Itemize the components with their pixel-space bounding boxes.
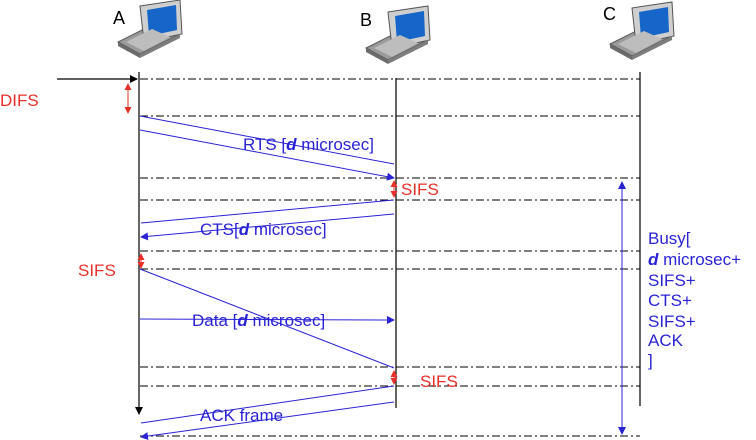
laptop-icon-a (116, 0, 183, 58)
busy-line-1: Busy[ (648, 229, 691, 248)
data-frame-arrow (139, 315, 395, 324)
reference-lines (140, 78, 640, 437)
node-label-a: A (113, 8, 125, 28)
ack-label: ACK frame (200, 406, 283, 425)
data-frame-line-top (139, 268, 395, 369)
busy-line-4: CTS+ (648, 291, 692, 310)
laptop-icon-c (608, 1, 675, 60)
busy-line-2: d microsec+ (648, 250, 741, 269)
cts-frame-arrow (140, 213, 395, 241)
rts-label: RTS [d microsec] (243, 135, 374, 154)
rts-frame-arrow (139, 129, 395, 181)
node-label-b: B (360, 10, 372, 30)
difs-label: DIFS (0, 91, 39, 110)
busy-line-7: ] (648, 351, 653, 370)
busy-line-5: SIFS+ (648, 312, 696, 331)
laptop-icon-b (364, 5, 431, 64)
ack-frame-arrow (140, 401, 395, 440)
rts-frame-line-top (139, 115, 395, 165)
data-label: Data [d microsec] (192, 311, 325, 330)
sifs-label-1: SIFS (401, 180, 439, 199)
cts-label: CTS[d microsec] (200, 220, 327, 239)
busy-line-3: SIFS+ (648, 271, 696, 290)
busy-line-6: ACK (648, 331, 684, 350)
sifs-label-2: SIFS (78, 261, 116, 280)
cts-frame-line-top (140, 199, 395, 224)
ack-frame-line-top (140, 385, 395, 424)
sifs-label-3: SIFS (420, 372, 458, 391)
node-label-c: C (603, 4, 616, 24)
busy-label: Busy[ d microsec+ SIFS+ CTS+ SIFS+ ACK ] (648, 229, 746, 370)
